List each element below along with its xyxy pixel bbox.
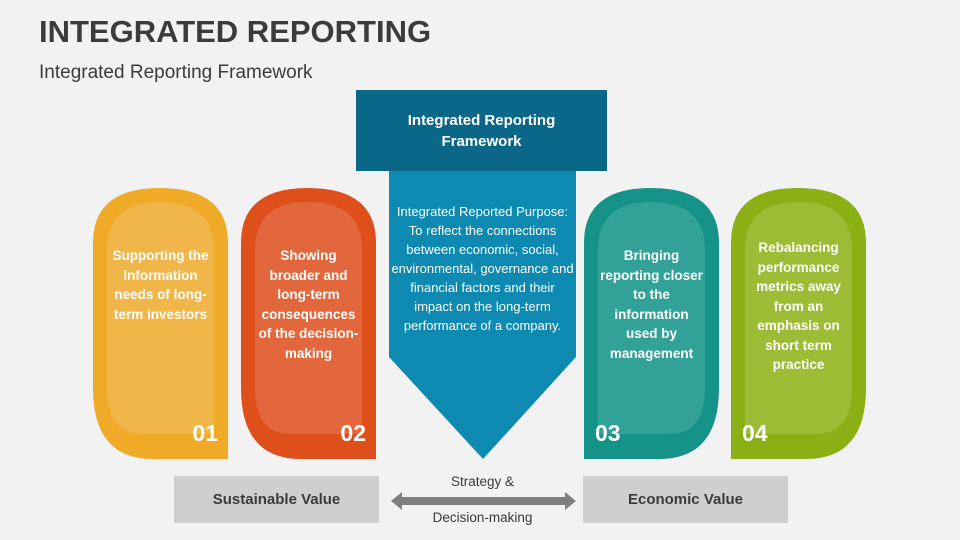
card-text: Rebalancing performance metrics away fro…: [756, 240, 841, 372]
card-03: Bringing reporting closer to the informa…: [584, 188, 719, 459]
card-number: 01: [192, 420, 218, 446]
arrow-top-label: Strategy &: [450, 474, 515, 489]
card-shape-icon: [241, 188, 376, 459]
card-02: Showing broader and long-term consequenc…: [241, 188, 376, 459]
card-shape-icon: [93, 188, 228, 459]
card-shape-icon: [584, 188, 719, 459]
sustainable-value-box: Sustainable Value: [174, 476, 379, 523]
double-arrow-icon: [391, 489, 576, 513]
card-text: Bringing reporting closer to the informa…: [600, 248, 703, 361]
purpose-text: Integrated Reported Purpose: To reflect …: [391, 204, 574, 333]
page-title: INTEGRATED REPORTING: [39, 14, 432, 49]
card-text: Showing broader and long-term consequenc…: [258, 248, 359, 361]
framework-header-box: Integrated Reporting Framework: [356, 90, 607, 171]
sustainable-value-label: Sustainable Value: [212, 491, 341, 508]
card-shape-icon: [731, 188, 866, 459]
card-number: 02: [340, 420, 366, 446]
purpose-arrow: Integrated Reported Purpose: To reflect …: [389, 171, 576, 459]
framework-header-label: Integrated Reporting Framework: [407, 111, 556, 150]
economic-value-label: Economic Value: [627, 491, 744, 508]
down-arrow-shape-icon: [389, 171, 576, 459]
economic-value-box: Economic Value: [583, 476, 788, 523]
card-number: 03: [595, 420, 621, 446]
card-01: Supporting the information needs of long…: [93, 188, 228, 459]
card-number: 04: [742, 420, 768, 446]
page-subtitle: Integrated Reporting Framework: [39, 62, 313, 83]
card-04: Rebalancing performance metrics away fro…: [731, 188, 866, 459]
arrow-bottom-label: Decision-making: [432, 510, 533, 525]
card-text: Supporting the information needs of long…: [112, 248, 209, 322]
